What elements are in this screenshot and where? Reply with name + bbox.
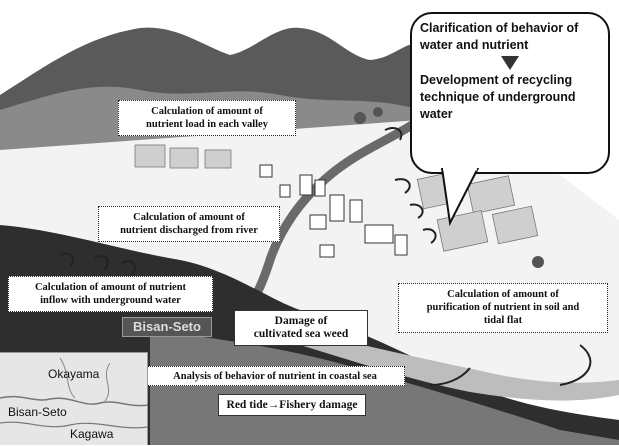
map-label-bisan-seto: Bisan-Seto xyxy=(8,405,67,419)
inset-map: Okayama Bisan-Seto Kagawa xyxy=(0,352,148,445)
bubble-tail xyxy=(440,168,480,227)
label-underground-inflow: Calculation of amount of nutrient inflow… xyxy=(8,276,213,312)
speech-bubble: Clarification of behavior of water and n… xyxy=(410,12,610,174)
label-purification: Calculation of amount of purification of… xyxy=(398,283,608,333)
label-valley-load: Calculation of amount of nutrient load i… xyxy=(118,100,296,136)
bubble-text-development: Development of recycling technique of un… xyxy=(420,73,576,121)
map-label-okayama: Okayama xyxy=(48,367,100,381)
down-arrow-icon xyxy=(501,56,519,70)
label-river-discharge: Calculation of amount of nutrient discha… xyxy=(98,206,280,242)
river xyxy=(236,116,423,323)
label-red-tide: Red tide→Fishery damage xyxy=(218,394,366,416)
inset-map-lines xyxy=(0,357,148,429)
label-coastal-analysis: Analysis of behavior of nutrient in coas… xyxy=(145,366,405,386)
region-label-bisan-seto: Bisan-Seto xyxy=(122,317,212,337)
map-label-kagawa: Kagawa xyxy=(70,427,114,441)
label-seaweed-damage: Damage of cultivated sea weed xyxy=(234,310,368,346)
bubble-text-clarification: Clarification of behavior of water and n… xyxy=(420,21,579,52)
